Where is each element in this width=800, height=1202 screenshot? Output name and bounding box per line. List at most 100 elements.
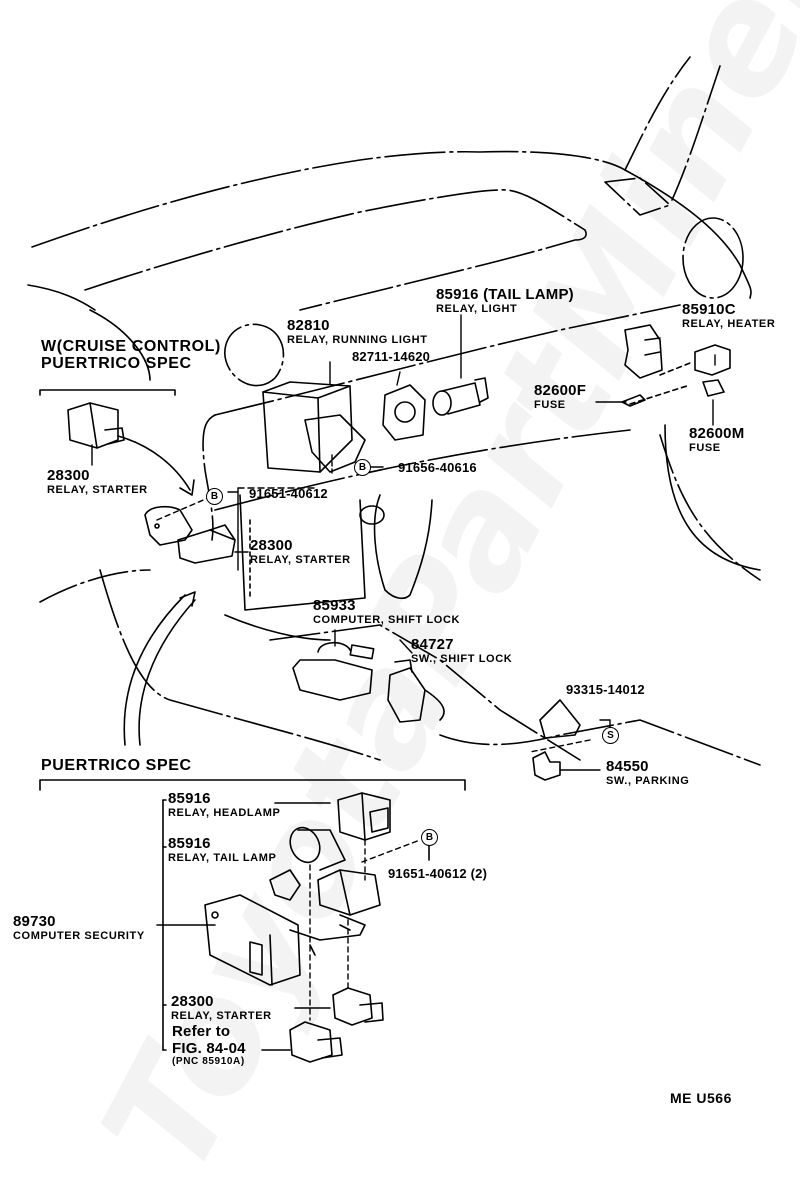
part-number: 91651-40612 [249,486,328,501]
floor-line [224,614,331,641]
part-number: 82600M [689,425,745,442]
part-description: RELAY, STARTER [250,554,351,566]
part-label-85910C: 85910C RELAY, HEATER [682,302,775,330]
heading-cruise-line2: PUERTRICO SPEC [41,355,192,372]
dashboard-outline [31,150,626,248]
windshield-pillar [624,56,691,171]
switch-shift-lock-drawing [387,659,445,723]
floor-line-2 [439,719,761,766]
part-label-84727: 84727 SW., SHIFT LOCK [411,637,512,665]
relay-ref-drawing [289,1021,343,1063]
dash-vent [604,177,671,216]
puertrico-cruise-bracket [39,389,176,396]
arrow-curve-top [117,435,191,491]
part-label-85916-tail-lamp: 85916 (TAIL LAMP) RELAY, LIGHT [436,287,574,315]
part-number: 28300 [171,993,214,1010]
part-description: RELAY, HEADLAMP [168,807,281,819]
computer-shift-lock-drawing [292,641,375,701]
part-label-93315-14012: 93315-14012 [566,682,645,698]
part-description: RELAY, STARTER [47,484,148,496]
leader-lines [91,314,716,771]
part-number: 85916 (TAIL LAMP) [436,286,574,303]
left-lower-curve [99,569,381,761]
bolt-callout-91651: B [206,488,223,505]
part-label-84550: 84550 SW., PARKING [606,759,689,787]
bolt-callout-91651-2: B [421,829,438,846]
part-description: RELAY, TAIL LAMP [168,852,277,864]
part-number: 85916 [168,790,211,807]
part-number: 84727 [411,636,454,653]
part-description: RELAY, HEATER [682,318,776,330]
part-label-82810: 82810 RELAY, RUNNING LIGHT [287,318,428,346]
dash-under-line [214,429,631,511]
right-floor-line [659,434,761,581]
part-number: 91651-40612 (2) [388,866,488,881]
dash-upper-panel [84,189,587,311]
part-number: 89730 [13,913,56,930]
left-dash-panel [89,309,151,381]
part-description: FUSE [534,399,566,411]
part-label-refer-fig: Refer to FIG. 84-04 (PNC 85910A) [172,1024,246,1067]
part-label-91651-40612: 91651-40612 [249,486,328,502]
part-label-82600M: 82600M FUSE [689,426,744,454]
exploded-diagram-drawing [27,56,761,1063]
bolt-callout-91656: B [354,459,371,476]
relay-taillamp-pr-drawing [289,826,346,871]
part-label-28300-cruise: 28300 RELAY, STARTER [47,468,148,496]
arrow-head-top [179,479,195,496]
part-number: 91656-40616 [398,460,477,475]
part-label-82711-14620: 82711-14620 [352,349,430,365]
switch-parking-drawing [532,751,561,781]
part-description: SW., PARKING [606,775,690,787]
right-air-vent [682,217,744,299]
relay-starter-pr-drawing [332,987,384,1026]
shift-knob [359,505,385,525]
socket-drawing [382,384,426,441]
part-number: 84550 [606,758,649,775]
part-number: 82600F [534,382,587,399]
part-description: RELAY, RUNNING LIGHT [287,334,428,346]
arrow-curve-bottom [123,594,186,746]
mounting-bracket-drawing [289,914,366,956]
relay-pr-box-drawing [317,869,381,916]
part-label-91651-40612-2: 91651-40612 (2) [388,866,487,882]
dashboard-right-edge [624,169,752,299]
relay-running-light-drawing [262,381,366,473]
part-description: COMPUTER SECURITY [13,930,145,942]
heading-puertrico-spec: PUERTRICO SPEC [41,757,192,774]
dash-lower-line [214,304,681,416]
part-label-82600F: 82600F FUSE [534,383,586,411]
figure-code: ME U566 [670,1090,732,1106]
part-number: 93315-14012 [566,682,645,697]
left-cowl [202,414,216,541]
dash-left-arc [27,284,96,311]
part-description: RELAY, STARTER [171,1010,272,1022]
part-label-89730: 89730 COMPUTER SECURITY [13,914,145,942]
part-number: 85916 [168,835,211,852]
refer-to-text: Refer to [172,1023,231,1040]
part-label-85933: 85933 COMPUTER, SHIFT LOCK [313,598,460,626]
kick-panel [39,569,151,603]
part-number: 82711-14620 [352,349,431,364]
puertrico-bracket [39,779,466,791]
part-number: 85910C [682,301,736,318]
console-tunnel [269,624,581,761]
part-description: RELAY, LIGHT [436,303,518,315]
relay-starter-main-drawing [144,505,236,564]
part-description: FUSE [689,442,721,454]
arrow-curve-bottom-2 [138,599,196,746]
junction-block-drawing [621,324,731,407]
part-description: SW., SHIFT LOCK [411,653,513,665]
gauge-circle [224,323,285,387]
parking-brake-lever [539,699,581,739]
part-number: 28300 [250,537,293,554]
part-number: 85933 [313,597,356,614]
computer-security-drawing [204,869,301,986]
part-label-85916-headlamp: 85916 RELAY, HEADLAMP [168,791,281,819]
part-description: COMPUTER, SHIFT LOCK [313,614,461,626]
heading-cruise-line1: W(CRUISE CONTROL) [41,338,221,355]
windshield-pillar-2 [671,65,721,201]
part-number: 28300 [47,467,90,484]
part-label-91656-40616: 91656-40616 [398,460,477,476]
part-number: 82810 [287,317,330,334]
